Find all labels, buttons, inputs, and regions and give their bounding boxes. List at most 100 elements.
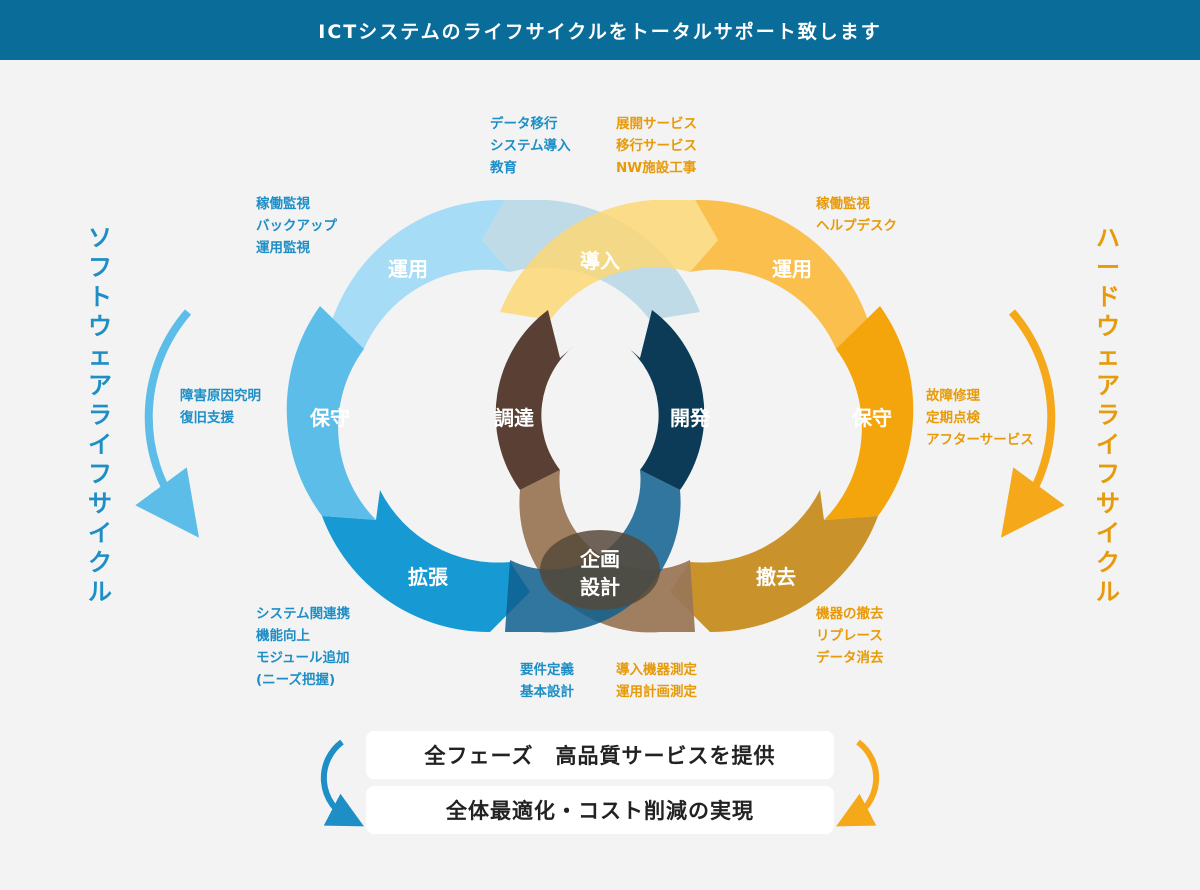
label-hw-operation: 運用	[772, 257, 812, 281]
segment-sw-operation	[327, 199, 510, 349]
side-title-char: ド	[1096, 283, 1120, 311]
label-sw-maintenance: 保守	[309, 406, 350, 430]
footer-right-arrow	[836, 739, 880, 827]
side-title-char: ト	[88, 283, 112, 311]
side-title-char: サ	[88, 490, 112, 518]
label-removal: 撤去	[756, 565, 796, 589]
note-line: 要件定義	[520, 661, 574, 678]
side-title-char: ウ	[88, 313, 112, 341]
header-title: ICTシステムのライフサイクルをトータルサポート致します	[318, 20, 882, 43]
label-sw-operation: 運用	[388, 257, 428, 281]
plan-overlap	[540, 530, 660, 610]
segment-sw-maintenance	[286, 306, 376, 520]
label-development: 開発	[670, 406, 711, 430]
note-line: 基本設計	[520, 683, 574, 700]
footer-left-arrow	[320, 739, 364, 827]
side-title-char: イ	[1096, 431, 1120, 459]
label-sw-expansion: 拡張	[408, 565, 449, 589]
left-cycle-arrow	[135, 309, 199, 538]
side-title-char: ー	[1096, 254, 1120, 282]
footer-pill-2: 全体最適化・コスト削減の実現	[366, 786, 834, 834]
side-title-char: ア	[88, 372, 112, 400]
note-line: リプレース	[816, 628, 883, 644]
side-title-char: ク	[88, 549, 112, 577]
inner-segments	[495, 310, 705, 633]
label-introduction: 導入	[580, 249, 620, 273]
side-title-char: ェ	[1096, 342, 1120, 370]
right-cycle-arrow	[1001, 309, 1065, 538]
side-title-char: ウ	[1096, 313, 1120, 341]
note-line: 運用計画測定	[616, 683, 697, 700]
note-line: 稼働監視	[816, 195, 870, 212]
side-title-char: ラ	[1096, 401, 1120, 429]
note-sw-expansion: システム関連携機能向上モジュール追加 (ニーズ把握)	[256, 605, 351, 688]
note-bottom-left: 要件定義基本設計	[520, 661, 574, 700]
segment-hw-maintenance	[824, 306, 914, 520]
side-title-char: ハ	[1096, 224, 1120, 252]
note-line: ヘルプデスク	[816, 217, 897, 234]
hardware-ring	[500, 199, 914, 633]
segment-procurement	[495, 310, 575, 490]
note-sw-maintenance: 障害原因究明復旧支援	[179, 387, 261, 426]
note-line: システム関連携	[256, 605, 351, 622]
note-line: 機能向上	[256, 627, 310, 644]
segment-introduction-right	[500, 200, 718, 320]
note-line: 定期点検	[926, 409, 980, 426]
note-sw-operation: 稼働監視バックアップ運用監視	[256, 195, 337, 256]
side-title-char: フ	[88, 254, 112, 282]
side-title-char: イ	[1096, 519, 1120, 547]
side-title-char: ル	[88, 578, 112, 606]
notes-layer: データ移行システム導入教育 展開サービス移行サービス NW施設工事稼働監視バックアッ…	[179, 115, 1034, 700]
note-line: データ消去	[816, 649, 884, 666]
side-title-char: フ	[1096, 460, 1120, 488]
footer-pill-1: 全フェーズ 高品質サービスを提供	[366, 731, 834, 779]
note-line: システム導入	[490, 137, 571, 154]
note-line: 故障修理	[926, 387, 980, 404]
note-line: NW施設工事	[616, 159, 697, 176]
note-top-left: データ移行システム導入教育	[490, 115, 571, 176]
header-banner: ICTシステムのライフサイクルをトータルサポート致します	[0, 0, 1200, 60]
side-title-char: フ	[88, 460, 112, 488]
side-title-char: ェ	[88, 342, 112, 370]
note-line: 稼働監視	[256, 195, 310, 212]
left-title-text: ソフトウェアライフサイクル	[88, 224, 112, 606]
segment-development	[625, 310, 705, 490]
note-line: アフターサービス	[926, 432, 1034, 448]
note-line: 機器の撤去	[816, 605, 884, 622]
note-line: データ移行	[490, 115, 558, 132]
label-hw-maintenance: 保守	[851, 406, 892, 430]
software-ring	[286, 199, 700, 633]
note-line: バックアップ	[256, 218, 337, 234]
note-removal: 機器の撤去リプレースデータ消去	[816, 605, 884, 666]
right-side-title: ハードウェアライフサイクル	[1096, 224, 1120, 606]
side-title-char: ア	[1096, 372, 1120, 400]
note-line: 復旧支援	[179, 409, 234, 426]
note-line: 障害原因究明	[180, 387, 261, 404]
right-title-text: ハードウェアライフサイクル	[1096, 224, 1120, 606]
note-line: 移行サービス	[616, 137, 697, 154]
side-title-char: ラ	[88, 401, 112, 429]
footer-line-1: 全フェーズ 高品質サービスを提供	[424, 744, 776, 768]
note-line: 運用監視	[256, 239, 310, 256]
side-title-char: サ	[1096, 490, 1120, 518]
side-title-char: ク	[1096, 549, 1120, 577]
label-procurement: 調達	[494, 406, 534, 430]
note-top-right: 展開サービス移行サービス NW施設工事	[616, 116, 697, 176]
segment-hw-operation	[690, 199, 873, 349]
note-line: 導入機器測定	[616, 661, 697, 678]
note-hw-maintenance: 故障修理定期点検アフターサービス	[926, 387, 1034, 448]
note-line: (ニーズ把握)	[256, 671, 335, 688]
note-line: 展開サービス	[616, 116, 697, 132]
footer-line-2: 全体最適化・コスト削減の実現	[446, 799, 754, 823]
note-line: モジュール追加	[256, 649, 350, 666]
side-title-char: ソ	[88, 224, 112, 252]
label-plan-2: 設計	[580, 575, 620, 599]
note-line: 教育	[490, 159, 517, 176]
side-title-char: ル	[1096, 578, 1120, 606]
note-bottom-right: 導入機器測定運用計画測定	[616, 661, 697, 700]
segment-removal	[670, 490, 878, 633]
label-plan-1: 企画	[579, 547, 620, 571]
side-title-char: イ	[88, 519, 112, 547]
note-hw-operation: 稼働監視ヘルプデスク	[816, 195, 897, 234]
